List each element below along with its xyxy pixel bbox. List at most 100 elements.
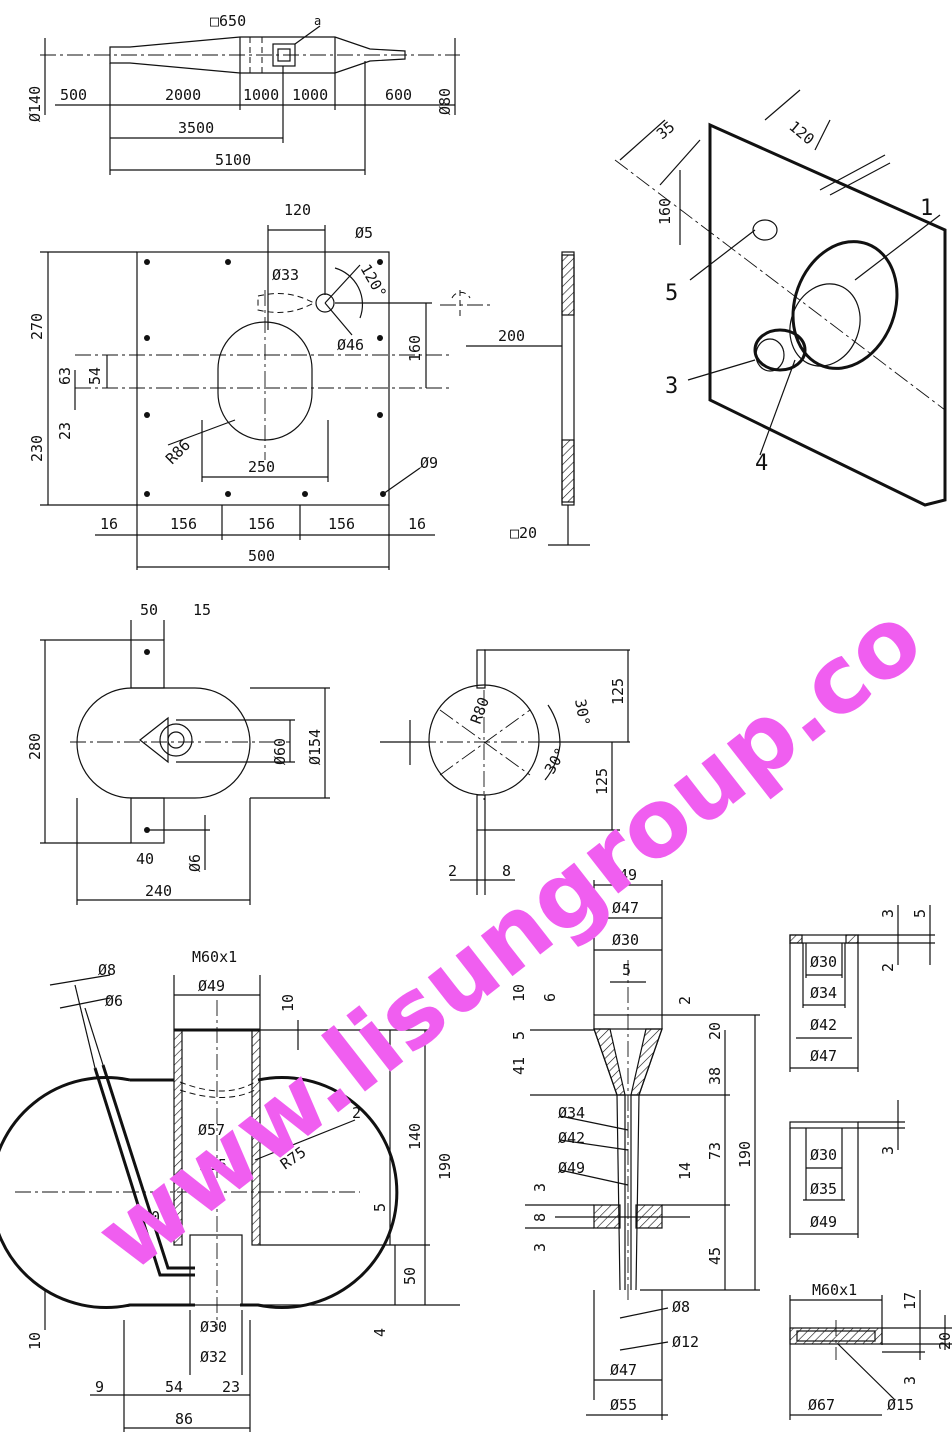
label-23-sec: 23 [222,1378,240,1396]
callout-1: 1 [920,196,933,221]
plate-side-view: 200 □20 [440,251,590,546]
label-dia-5: Ø5 [355,224,373,242]
dim-160-iso: 160 [656,198,674,225]
label-dia-9: Ø9 [420,454,438,472]
label-190-fl: 190 [736,1141,754,1168]
label-dia-33: Ø33 [272,266,299,284]
label-dia-15: Ø15 [887,1396,914,1414]
label-2-fl: 2 [676,996,694,1005]
label-156b: 156 [248,515,275,533]
label-dia-49-mid: Ø49 [558,1159,585,1177]
label-125b: 125 [593,768,611,795]
label-5-fl: 5 [510,1031,528,1040]
label-dia-49-ring2: Ø49 [810,1213,837,1231]
oval-view: 50 15 280 Ø60 Ø154 40 Ø6 240 [26,601,330,905]
label-dia-35-ring2: Ø35 [810,1180,837,1198]
funnel-section-view: Ø49 Ø47 Ø30 5 10 6 2 5 20 41 38 Ø34 Ø42 … [510,866,760,1420]
label-16a: 16 [100,515,118,533]
label-240: 240 [145,882,172,900]
label-dia-60: Ø60 [271,738,289,765]
isometric-view: 35 120 160 1 5 3 4 [614,89,947,507]
label-dia-6: Ø6 [105,992,123,1010]
label-40: 40 [136,850,154,868]
label-38: 38 [706,1067,724,1085]
label-dia-42-fl: Ø42 [558,1129,585,1147]
label-dia-32: Ø32 [200,1348,227,1366]
label-20-nut: 20 [936,1332,952,1350]
label-190: 190 [436,1153,454,1180]
label-30deg-b: 30° [541,745,570,777]
label-63: 63 [56,367,74,385]
label-a: a [314,14,321,28]
label-dia-57: Ø57 [198,1121,225,1139]
label-41: 41 [510,1057,528,1075]
label-dia-49-top: Ø49 [610,866,637,884]
label-dia-34-fl: Ø34 [558,1104,585,1122]
label-73: 73 [706,1142,724,1160]
label-5-ring1: 5 [911,909,929,918]
label-8-fl: 8 [531,1213,549,1222]
label-23: 23 [56,422,74,440]
label-dia-67: Ø67 [808,1396,835,1414]
label-45: 45 [706,1247,724,1265]
label-86: 86 [175,1410,193,1428]
label-600: 600 [385,86,412,104]
label-3-ring2: 3 [879,1146,897,1155]
label-5: 5 [371,1203,389,1212]
label-9: 9 [95,1378,104,1396]
label-1000a: 1000 [243,86,279,104]
label-dia-8-fl: Ø8 [672,1298,690,1316]
label-dia-46: Ø46 [337,336,364,354]
label-90deg: 90° [142,1208,169,1226]
label-140: 140 [406,1123,424,1150]
label-1000b: 1000 [292,86,328,104]
label-dia-30: Ø30 [200,1318,227,1336]
label-dia-34-ring1: Ø34 [810,984,837,1002]
label-2: 2 [448,862,457,880]
label-270: 270 [28,313,46,340]
label-54: 54 [86,367,104,385]
label-2000: 2000 [165,86,201,104]
label-dia-42-ring1: Ø42 [810,1016,837,1034]
label-dia-55: Ø55 [610,1396,637,1414]
label-20-fl: 20 [706,1022,724,1040]
plate-view: 120 Ø5 Ø33 120° Ø46 160 270 63 54 23 230… [28,201,450,570]
callout-4: 4 [755,451,768,476]
label-3b: 3 [531,1243,549,1252]
label-10a: 10 [279,994,297,1012]
label-160: 160 [406,335,424,362]
dim-35: 35 [653,118,678,143]
label-30deg-a: 30° [571,698,593,728]
label-dia-140: Ø140 [26,86,44,122]
label-2-ring1: 2 [879,963,897,972]
label-square-650: □650 [210,12,246,30]
label-3500: 3500 [178,119,214,137]
rings-views: 3 5 Ø30 2 Ø34 Ø42 Ø47 Ø30 3 Ø35 Ø49 M60x… [789,905,952,1420]
label-156a: 156 [170,515,197,533]
label-230: 230 [28,435,46,462]
label-10b: 10 [26,1332,44,1350]
label-dia-8: Ø8 [98,961,116,979]
label-r80: R80 [467,695,493,727]
label-dia-49: Ø49 [198,977,225,995]
label-156c: 156 [328,515,355,533]
label-dia-12: Ø12 [672,1333,699,1351]
label-dia-47-top: Ø47 [612,899,639,917]
label-15: 15 [193,601,211,619]
label-5-top: 5 [622,961,631,979]
label-14: 14 [676,1162,694,1180]
label-50: 50 [140,601,158,619]
label-r86: R86 [162,436,194,468]
label-dia-6: Ø6 [186,854,204,872]
label-2-sec: 2 [352,1104,361,1122]
label-4: 4 [371,1328,389,1337]
label-5100: 5100 [215,151,251,169]
label-dia-80: Ø80 [436,88,454,115]
label-dia-30-ring1: Ø30 [810,953,837,971]
label-dia-30-ring2: Ø30 [810,1146,837,1164]
callout-5: 5 [665,281,678,306]
label-m60x1-nut: M60x1 [812,1281,857,1299]
label-6-fl: 6 [541,993,559,1002]
label-dia-35: Ø35 [200,1156,227,1174]
label-200: 200 [498,327,525,345]
